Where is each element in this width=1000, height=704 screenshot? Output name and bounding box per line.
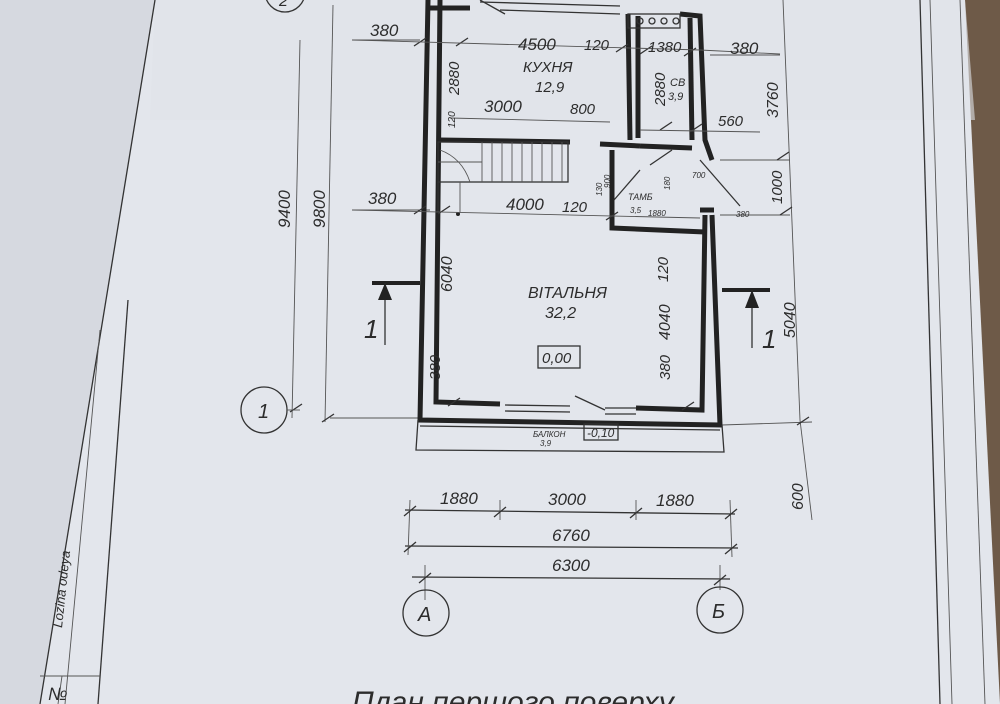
dim-120-living: 120 bbox=[655, 256, 672, 282]
dim-5040: 5040 bbox=[782, 302, 799, 338]
axis-markers: 1 А Б 2 bbox=[240, 0, 744, 637]
dim-380-living-right: 380 bbox=[657, 354, 674, 380]
plan-title: План першого поверху bbox=[352, 686, 676, 704]
balcony-name: БАЛКОН bbox=[533, 430, 566, 439]
dim-380-top-left: 380 bbox=[370, 21, 399, 40]
floor-level: 0,00 bbox=[542, 350, 572, 367]
balcony-area: 3,9 bbox=[540, 439, 552, 448]
dim-4040: 4040 bbox=[657, 304, 674, 340]
dim-1880-vestibule: 1880 bbox=[648, 209, 666, 218]
dim-3760: 3760 bbox=[765, 82, 782, 118]
dim-9800: 9800 bbox=[310, 190, 329, 228]
dimension-labels: 380 4500 120 1380 380 3000 800 560 700 1… bbox=[368, 21, 759, 575]
dim-560: 560 bbox=[718, 113, 744, 130]
dim-600: 600 bbox=[790, 483, 807, 510]
dim-6760: 6760 bbox=[552, 526, 590, 545]
living-area: 32,2 bbox=[545, 305, 576, 322]
kitchen-name: КУХНЯ bbox=[523, 59, 573, 76]
left-page bbox=[0, 0, 160, 704]
frame-line-right bbox=[919, 0, 941, 704]
dim-1880-bottom-b: 1880 bbox=[656, 491, 694, 510]
axis-2-label: 2 bbox=[278, 0, 288, 10]
vertical-dimension-labels: 9400 9800 2880 120 2880 130 900 180 6040… bbox=[275, 61, 807, 510]
stamp-column-line bbox=[97, 299, 129, 704]
dim-380-vestibule: 380 bbox=[736, 210, 750, 219]
dim-380-top-right: 380 bbox=[730, 39, 759, 58]
dim-120-kitchen-v: 120 bbox=[447, 111, 458, 128]
dimline-right bbox=[782, 0, 801, 421]
dim-4000: 4000 bbox=[506, 195, 544, 214]
dimline-9800 bbox=[324, 4, 334, 423]
dim-380-living-left: 380 bbox=[427, 354, 444, 380]
kitchen-area: 12,9 bbox=[535, 79, 565, 96]
stamp-no-mark: № bbox=[48, 684, 68, 704]
dim-1000: 1000 bbox=[769, 170, 786, 204]
dim-3000-bottom: 3000 bbox=[548, 490, 586, 509]
balcony-level: -0,10 bbox=[587, 426, 615, 440]
vestibule-area: 3,5 bbox=[630, 206, 642, 215]
bathroom-name: СВ bbox=[670, 77, 685, 89]
dim-800: 800 bbox=[570, 101, 596, 118]
dim-4500: 4500 bbox=[518, 35, 556, 54]
axis-a-label: А bbox=[417, 604, 431, 626]
dimension-ticks bbox=[413, 37, 703, 411]
dim-6300: 6300 bbox=[552, 556, 590, 575]
dim-2880-bath: 2880 bbox=[652, 72, 669, 107]
dim-2880-kitchen: 2880 bbox=[446, 61, 463, 96]
dim-120-top: 120 bbox=[584, 37, 610, 54]
dim-120-mid: 120 bbox=[562, 199, 588, 216]
section-label-left: 1 bbox=[364, 314, 378, 344]
section-marks: 1 1 bbox=[364, 281, 776, 354]
dim-1880-bottom-a: 1880 bbox=[440, 489, 478, 508]
dimline-9400 bbox=[291, 39, 301, 419]
dim-380-mid: 380 bbox=[368, 189, 397, 208]
dim-1380: 1380 bbox=[648, 39, 682, 56]
room-labels: КУХНЯ 12,9 СВ 3,9 ТАМБ 3,5 ВІТАЛЬНЯ 32,2… bbox=[523, 59, 685, 448]
dim-180: 180 bbox=[663, 176, 672, 190]
axis-b-label: Б bbox=[712, 601, 725, 623]
dim-130: 130 bbox=[595, 182, 604, 196]
balcony-level-box bbox=[583, 423, 619, 441]
staircase bbox=[437, 141, 569, 216]
dim-700: 700 bbox=[692, 171, 706, 180]
section-label-right: 1 bbox=[762, 324, 776, 354]
dim-6040: 6040 bbox=[439, 256, 456, 292]
vestibule-name: ТАМБ bbox=[628, 192, 653, 202]
drawing-sheet bbox=[40, 0, 1000, 704]
axis-1-label: 1 bbox=[258, 401, 269, 423]
building-walls bbox=[415, 0, 741, 453]
dim-3000-kitchen: 3000 bbox=[484, 97, 522, 116]
dim-900: 900 bbox=[603, 174, 612, 188]
floor-level-box bbox=[537, 345, 581, 369]
bathroom-area: 3,9 bbox=[668, 91, 683, 103]
living-name: ВІТАЛЬНЯ bbox=[528, 285, 607, 302]
bottom-dimension-chains bbox=[403, 499, 739, 600]
dim-9400: 9400 bbox=[275, 190, 294, 228]
